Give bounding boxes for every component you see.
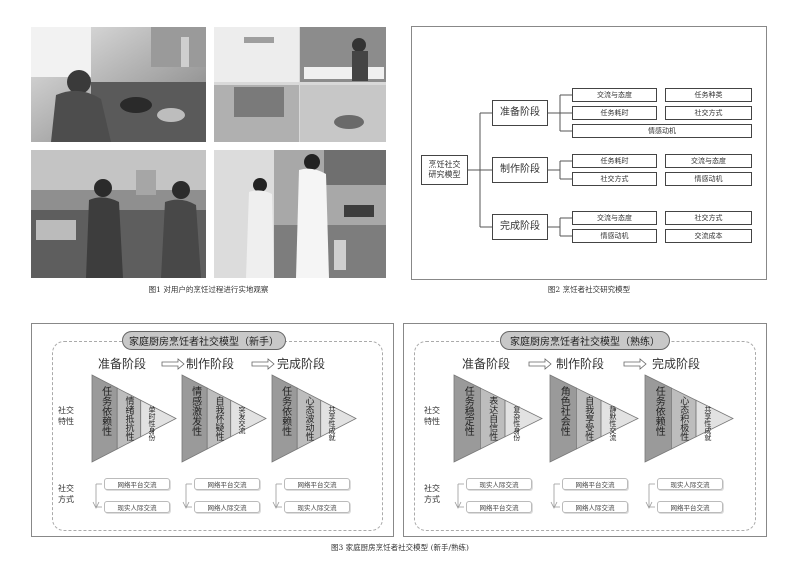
fig2-node: 社交方式	[572, 172, 657, 186]
social-trait: 心态波动性	[303, 396, 314, 441]
social-trait: 情感激发性	[189, 386, 201, 436]
social-method-chip: 网络平台交流	[466, 501, 532, 513]
stage-heading: 制作阶段	[186, 357, 235, 371]
social-method-chip: 网络平台交流	[284, 478, 350, 490]
social-trait: 突发交流	[237, 406, 246, 434]
trait-band	[320, 399, 357, 438]
fig2-root-node: 烹饪社交 研究模型	[421, 155, 468, 185]
fig2-frame: 烹饪社交 研究模型 准备阶段 制作阶段 完成阶段 交流与态度 任务种类 任务耗时…	[411, 26, 767, 280]
social-traits-label: 社交 特性	[58, 406, 74, 426]
fig2-node: 情感动机	[572, 124, 752, 138]
trait-band	[230, 399, 267, 438]
method-connector	[553, 483, 560, 508]
skilled-model-panel: 家庭厨房烹饪者社交模型（熟练） 社交 特性社交 方式 准备阶段 制作阶段 完成阶段任务稳…	[403, 323, 767, 537]
method-arrow-icon	[550, 501, 558, 509]
social-trait: 任务稳定性	[462, 386, 474, 436]
fig2-node: 交流与态度	[665, 154, 752, 168]
method-connector	[95, 483, 102, 508]
social-trait: 静默性交流	[608, 406, 617, 441]
fig2-node: 交流与态度	[572, 211, 657, 225]
social-method-chip: 网络人际交流	[562, 501, 628, 513]
stage-heading: 制作阶段	[556, 357, 605, 371]
social-trait: 共享性成就	[703, 406, 712, 441]
social-trait: 复杂性身份	[512, 406, 521, 441]
method-connector	[457, 483, 464, 508]
stage-arrow-icon	[623, 358, 647, 370]
fig2-node: 社交方式	[665, 211, 752, 225]
social-method-chip: 现实人际交流	[466, 478, 532, 490]
social-trait: 情绪抵抗性	[123, 396, 134, 441]
trait-band	[695, 399, 734, 438]
method-arrow-icon	[272, 501, 280, 509]
method-arrow-icon	[92, 501, 100, 509]
social-method-chip: 现实人际交流	[284, 501, 350, 513]
social-trait: 任务依赖性	[653, 386, 665, 436]
fig2-node: 社交方式	[665, 106, 752, 120]
fig2-node: 情感动机	[572, 229, 657, 243]
model-graphics	[91, 358, 357, 509]
social-trait: 任务依赖性	[99, 386, 111, 436]
social-traits-label: 社交 特性	[424, 406, 440, 426]
stage-arrow-icon	[251, 358, 275, 370]
social-trait: 自我享受性	[583, 396, 594, 441]
model-title: 家庭厨房烹饪者社交模型（新手）	[122, 331, 286, 350]
model-title: 家庭厨房烹饪者社交模型（熟练）	[500, 331, 670, 350]
social-trait: 自我怀疑性	[213, 396, 224, 441]
method-arrow-icon	[454, 501, 462, 509]
trait-band	[600, 399, 639, 438]
observation-photo-3	[31, 150, 206, 278]
method-arrow-icon	[182, 501, 190, 509]
social-method-chip: 网络平台交流	[657, 501, 723, 513]
social-methods-label: 社交 方式	[58, 484, 74, 504]
social-method-chip: 网络平台交流	[562, 478, 628, 490]
social-method-chip: 现实人际交流	[657, 478, 723, 490]
stage-arrow-icon	[161, 358, 185, 370]
fig3-caption: 图3 家庭厨房烹饪者社交模型 (新手/熟练)	[331, 543, 469, 552]
trait-band	[140, 399, 177, 438]
fig2-stage-finish: 完成阶段	[492, 214, 548, 240]
observation-photo-2	[214, 27, 386, 142]
social-methods-label: 社交 方式	[424, 484, 440, 504]
social-trait: 共享性成就	[327, 406, 336, 441]
fig2-stage-prepare: 准备阶段	[492, 100, 548, 126]
novice-model-panel: 家庭厨房烹饪者社交模型（新手） 社交 特性社交 方式 准备阶段 制作阶段 完成阶段任务依…	[31, 323, 394, 537]
social-trait: 单时性身份	[147, 406, 156, 441]
social-method-chip: 网络平台交流	[104, 478, 170, 490]
social-trait: 表达自信性	[487, 396, 498, 441]
stage-arrow-icon	[528, 358, 552, 370]
fig2-node: 任务耗时	[572, 154, 657, 168]
fig2-caption: 图2 烹饪者社交研究模型	[547, 285, 631, 294]
fig2-stage-make: 制作阶段	[492, 157, 548, 183]
method-connector	[275, 483, 282, 508]
social-method-chip: 网络平台交流	[194, 478, 260, 490]
fig2-root-label: 烹饪社交 研究模型	[428, 160, 461, 179]
fig2-node: 任务种类	[665, 88, 752, 102]
model-graphics	[453, 358, 734, 509]
observation-photo-4	[214, 150, 386, 278]
social-trait: 心态积极性	[678, 396, 689, 441]
social-method-chip: 现实人际交流	[104, 501, 170, 513]
fig2-node: 交流成本	[665, 229, 752, 243]
social-trait: 任务依赖性	[279, 386, 291, 436]
trait-band	[504, 399, 543, 438]
social-method-chip: 网络人际交流	[194, 501, 260, 513]
method-connector	[185, 483, 192, 508]
observation-photo-1	[31, 27, 206, 142]
fig2-node: 情感动机	[665, 172, 752, 186]
stage-heading: 准备阶段	[98, 357, 147, 371]
method-arrow-icon	[645, 501, 653, 509]
stage-heading: 准备阶段	[462, 357, 511, 371]
fig2-node: 交流与态度	[572, 88, 657, 102]
fig2-connectors	[468, 94, 572, 237]
social-trait: 角色社会性	[558, 386, 570, 436]
stage-heading: 完成阶段	[652, 357, 701, 371]
fig2-node: 任务耗时	[572, 106, 657, 120]
fig1-caption: 图1 对用户的烹饪过程进行实地观察	[148, 285, 269, 294]
stage-heading: 完成阶段	[277, 357, 326, 371]
method-connector	[648, 483, 655, 508]
